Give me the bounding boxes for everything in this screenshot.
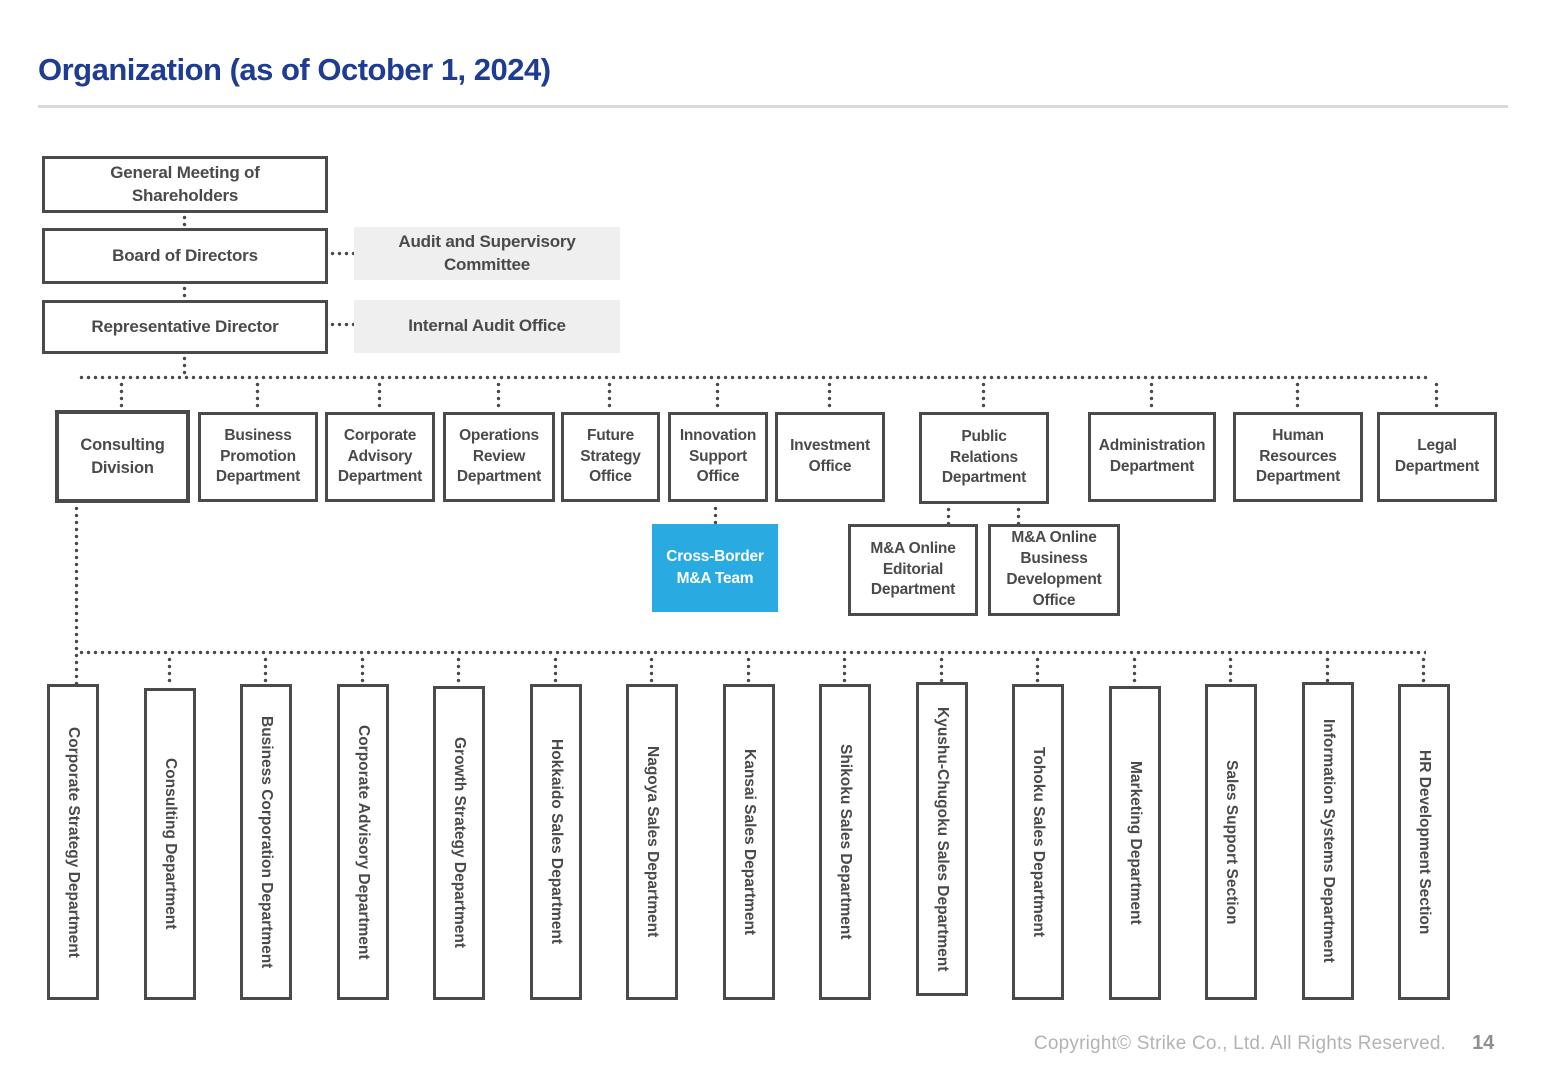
connector <box>553 656 558 684</box>
org-box-shikoku-sales-department: Shikoku Sales Department <box>819 684 871 1000</box>
org-box-marketing-department: Marketing Department <box>1109 686 1161 1000</box>
copyright-text: Copyright© Strike Co., Ltd. All Rights R… <box>1033 1033 1447 1054</box>
org-box-consulting-division: Consulting Division <box>55 410 190 503</box>
connector <box>329 322 354 327</box>
connector <box>827 381 832 410</box>
org-box-board-of-directors: Board of Directors <box>42 228 328 284</box>
org-box-business-promotion-department: Business Promotion Department <box>198 412 318 502</box>
org-box-corporate-strategy-department: Corporate Strategy Department <box>47 684 99 1000</box>
connector <box>496 381 501 410</box>
org-box-human-resources-department: Human Resources Department <box>1233 412 1363 502</box>
connector <box>1132 656 1137 684</box>
connector <box>167 656 172 684</box>
org-box-corporate-advisory-department-field: Corporate Advisory Department <box>337 684 389 1000</box>
connector <box>842 656 847 684</box>
org-box-ma-online-business-development-office: M&A Online Business Development Office <box>988 524 1120 616</box>
org-box-hr-development-section: HR Development Section <box>1398 684 1450 1000</box>
org-box-operations-review-department: Operations Review Department <box>443 412 555 502</box>
org-box-information-systems-department: Information Systems Department <box>1302 682 1354 1000</box>
connector <box>255 381 260 410</box>
org-box-hokkaido-sales-department: Hokkaido Sales Department <box>530 684 582 1000</box>
connector <box>1035 656 1040 684</box>
org-box-audit-and-supervisory-committee: Audit and Supervisory Committee <box>354 227 620 280</box>
org-box-kyushu-chugoku-sales-department: Kyushu-Chugoku Sales Department <box>916 682 968 996</box>
org-box-consulting-department: Consulting Department <box>144 688 196 1000</box>
org-box-cross-border-ma-team: Cross-Border M&A Team <box>652 524 778 612</box>
connector <box>715 381 720 410</box>
page-number: 14 <box>1472 1032 1494 1054</box>
org-box-sales-support-section: Sales Support Section <box>1205 684 1257 1000</box>
org-box-administration-department: Administration Department <box>1088 412 1216 502</box>
org-box-growth-strategy-department: Growth Strategy Department <box>433 686 485 1000</box>
connector <box>377 381 382 410</box>
org-box-kansai-sales-department: Kansai Sales Department <box>723 684 775 1000</box>
connector <box>456 656 461 684</box>
connector <box>1295 381 1300 410</box>
org-box-ma-online-editorial-department: M&A Online Editorial Department <box>848 524 978 616</box>
connector <box>1421 656 1426 684</box>
connector <box>182 285 187 300</box>
connector <box>1434 381 1439 410</box>
org-box-investment-office: Investment Office <box>775 412 885 502</box>
connector <box>263 656 268 684</box>
connector <box>1149 381 1154 410</box>
slide-footer: Copyright© Strike Co., Ltd. All Rights R… <box>1034 1032 1494 1055</box>
connector <box>649 656 654 684</box>
org-box-future-strategy-office: Future Strategy Office <box>561 412 660 502</box>
connector <box>1325 656 1330 684</box>
connector <box>607 381 612 410</box>
org-box-tohoku-sales-department: Tohoku Sales Department <box>1012 684 1064 1000</box>
org-box-innovation-support-office: Innovation Support Office <box>668 412 768 502</box>
connector <box>946 506 951 524</box>
page-title: Organization (as of October 1, 2024) <box>38 52 551 87</box>
connector <box>329 251 354 256</box>
org-box-corporate-advisory-department: Corporate Advisory Department <box>325 412 435 502</box>
connector <box>119 381 124 410</box>
org-box-business-corporation-department: Business Corporation Department <box>240 684 292 1000</box>
org-box-representative-director: Representative Director <box>42 300 328 354</box>
connector <box>746 656 751 684</box>
connector <box>360 656 365 684</box>
connector <box>713 505 718 524</box>
connector-rail-field-units <box>78 650 1426 655</box>
org-box-public-relations-department: Public Relations Department <box>919 412 1049 504</box>
connector-trunk-consulting <box>74 505 79 684</box>
org-box-nagoya-sales-department: Nagoya Sales Department <box>626 684 678 1000</box>
connector <box>182 355 187 377</box>
connector <box>1016 506 1021 524</box>
org-box-internal-audit-office: Internal Audit Office <box>354 300 620 353</box>
title-divider <box>38 105 1508 108</box>
org-box-legal-department: Legal Department <box>1377 412 1497 502</box>
org-box-general-meeting-of-shareholders: General Meeting of Shareholders <box>42 156 328 213</box>
connector <box>1228 656 1233 684</box>
connector <box>939 656 944 684</box>
connector <box>981 381 986 410</box>
connector <box>182 214 187 228</box>
connector-rail-departments <box>78 375 1430 380</box>
